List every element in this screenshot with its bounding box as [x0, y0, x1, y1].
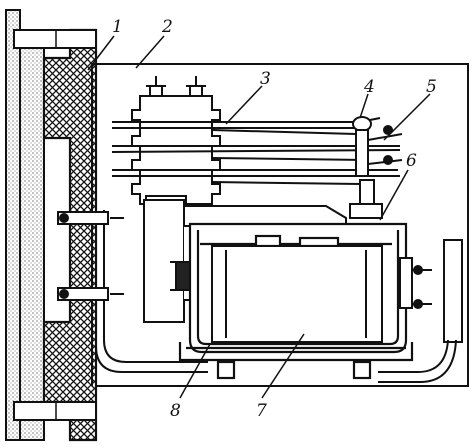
base-bracket [178, 342, 414, 380]
callout-7: 7 [256, 401, 267, 421]
coil-core [211, 245, 383, 343]
callout-1: 1 [112, 17, 123, 37]
callout-2: 2 [161, 17, 173, 37]
right-terminals [378, 239, 463, 383]
actuator-lever [349, 116, 403, 219]
contact-stack [131, 76, 221, 205]
callout-5: 5 [426, 77, 437, 97]
contact-springs [111, 117, 401, 185]
callout-3: 3 [260, 69, 271, 89]
leader-lines [87, 35, 431, 399]
mounting-bracket [57, 210, 208, 373]
callout-8: 8 [170, 401, 181, 421]
mounting-panel [5, 9, 98, 442]
callout-6: 6 [406, 151, 417, 171]
callout-4: 4 [363, 77, 375, 97]
